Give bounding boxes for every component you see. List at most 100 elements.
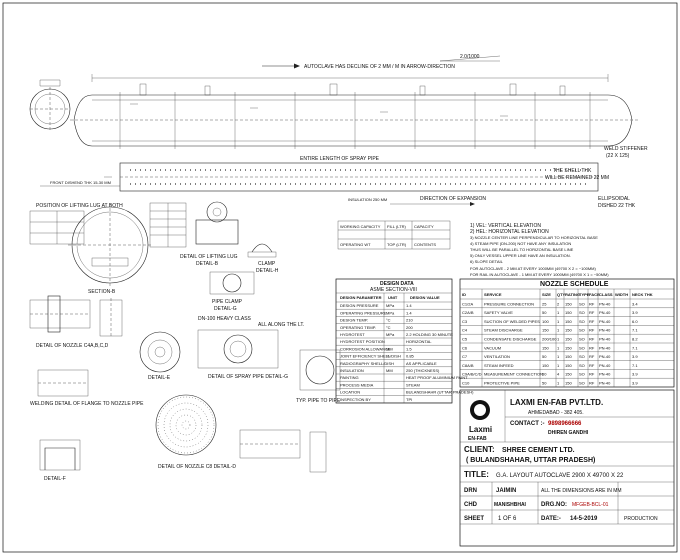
company-name: LAXMI EN-FAB PVT.LTD.: [510, 398, 603, 407]
nozzle-cell: 150: [542, 328, 549, 333]
client-name: SHREE CEMENT LTD.: [502, 447, 575, 454]
drg-label: DRG.NO:: [541, 502, 567, 508]
nozzle-cell: SO: [579, 328, 585, 333]
nozzle-cell: SO: [579, 381, 585, 386]
nozzle-cell: 1: [557, 319, 560, 324]
cap-row-1-unit: FILL (LTR): [387, 224, 407, 229]
nozzle-cell: 150: [565, 354, 572, 359]
nozzle-cell: SO: [579, 345, 585, 350]
nozzle-cell: 6.0: [632, 319, 638, 324]
lifting-lug-title: POSITION OF LIFTING LUG AT BOTH: [36, 203, 123, 209]
nozzle-cell: PN-40: [599, 363, 611, 368]
detail-e-flange: DETAIL-E: [139, 331, 181, 381]
nozzle-cell: PN-40: [599, 301, 611, 306]
design-cell: MM: [386, 368, 393, 373]
client-location: ( BULANDSHAHAR, UTTAR PRADESH): [466, 457, 595, 464]
nozzle-cell: RF: [589, 381, 595, 386]
section-b-view: SECTION-B: [68, 203, 152, 295]
detail-f: DETAIL-F: [39, 439, 81, 482]
nozzle-cell: C2A/B: [462, 310, 474, 315]
nozzle-cell: 1: [557, 381, 560, 386]
nozzle-cell: MEASUREMENT CONNECTION: [484, 372, 543, 377]
nozzle-cell: C7: [462, 354, 468, 359]
nozzle-cell: 1: [557, 337, 560, 342]
nozzle-cell: PN-40: [599, 337, 611, 342]
nozzle-cell: 7.1: [632, 363, 638, 368]
cap-row-1-label: WORKING CAPACITY: [340, 224, 381, 229]
design-cell: MM: [386, 346, 393, 351]
nozzle-detail-c4: DETAIL OF NOZZLE C4A,B,C,D: [29, 295, 109, 349]
nozzle-cell: PRESSURE CONNECTION: [484, 301, 534, 306]
slope-ratio: 2.0/1000: [460, 54, 480, 60]
nozzle-cell: SO: [579, 363, 585, 368]
design-cell: MPa: [386, 310, 395, 315]
nozzle-cell: 7.1: [632, 345, 638, 350]
design-cell: BULANDSHAHR (UTTAR PRADESH): [406, 390, 474, 395]
along-length-label: ALL ALONG THE LT.: [258, 322, 304, 328]
cap-row-1-value: CAPACITY: [414, 224, 434, 229]
cover-plate-detail: [99, 298, 123, 338]
nozzle-cell: PN-40: [599, 345, 611, 350]
design-cell: HEAT PROOF ALUMINIUM PAINT: [406, 375, 468, 380]
nozzle-detail-label: DETAIL OF NOZZLE C4A,B,C,D: [36, 343, 109, 349]
design-cell: LOCATION: [340, 390, 360, 395]
design-cell: RADIOGRAPHY SHELL/DISH: [340, 361, 394, 366]
drawing-status: PRODUCTION: [624, 516, 658, 522]
nozzle-cell: 150: [565, 310, 572, 315]
nozzle-cell: RF: [589, 337, 595, 342]
design-cell: JOINT EFFICIENCY SHELL/DISH: [340, 354, 401, 359]
capacity-table: WORKING CAPACITY FILL (LTR) CAPACITY OPE…: [337, 220, 451, 250]
dimension-note: ALL THE DIMENSIONS ARE IN MM: [541, 488, 622, 494]
nozzle-cell: PN-40: [599, 354, 611, 359]
nozzle-col-header: SERVICE: [484, 292, 502, 297]
logo-sub: EN-FAB: [468, 436, 487, 442]
nozzle-cell: 150: [542, 363, 549, 368]
nozzle-cell: RF: [589, 319, 595, 324]
nozzle-schedule-title: NOZZLE SCHEDULE: [540, 281, 609, 288]
design-cell: 200: [406, 325, 413, 330]
detail-e-label: DETAIL-E: [148, 375, 171, 381]
nozzle-cell: SO: [579, 310, 585, 315]
design-cell: 1.4: [406, 303, 412, 308]
design-cell: OPERATING TEMP.: [340, 325, 376, 330]
note-2: 2) HEL: HORIZONTAL ELEVATION: [470, 229, 549, 235]
insulation-label: INSULATION 250 MM: [348, 197, 387, 202]
nozzle-cell: RF: [589, 345, 595, 350]
spray-detail-label: DETAIL OF SPRAY PIPE DETAIL-G: [208, 374, 288, 380]
nozzle-col-header: FACE: [589, 292, 600, 297]
welding-detail: WELDING DETAIL OF FLANGE TO NOZZLE PIPE: [30, 369, 144, 407]
design-cell: MPa: [386, 332, 395, 337]
ellipsoidal-label-2: DISHED 22 THK: [598, 203, 636, 209]
cap-row-3-value: CONTENTS: [414, 242, 436, 247]
design-cell: INSULATION: [340, 368, 364, 373]
spray-pipe-length-label: ENTIRE LENGTH OF SPRAY PIPE: [300, 156, 380, 162]
note-1: 1) VEL: VERTICAL ELEVATION: [470, 223, 541, 229]
nozzle-cell: 50: [542, 354, 547, 359]
ellipsoidal-label: ELLIPSOIDAL: [598, 196, 630, 202]
nozzle-cell: SO: [579, 319, 585, 324]
design-col-unit: UNIT: [388, 295, 398, 300]
weld-stiffener-label: WELD STIFFENER: [604, 146, 648, 152]
nozzle-cell: VACUUM: [484, 345, 501, 350]
nozzle-cell: 3.9: [632, 310, 638, 315]
lower-weld-stiffener: [239, 429, 327, 473]
design-cell: %: [386, 354, 390, 359]
nozzle-cell: 100: [542, 319, 549, 324]
nozzle-cell: RF: [589, 363, 595, 368]
top-nozzles: [139, 83, 566, 96]
nozzle-cell: SO: [579, 301, 585, 306]
right-dished-end: [607, 94, 633, 147]
company-logo: Laxmi EN-FAB: [468, 400, 492, 442]
nozzle-cell: 1: [557, 345, 560, 350]
chd-label: CHD: [464, 502, 478, 508]
contact-name: DHIREN GANDHI: [548, 430, 589, 436]
note-slope-1: FOR AUTOCLAVE - 2 MM AT EVERY 1000MM (49…: [470, 266, 596, 271]
section-b-label: SECTION-B: [88, 289, 116, 295]
nozzle-cell: PN-40: [599, 319, 611, 324]
left-dished-end: [73, 94, 93, 147]
nozzle-cell: C3: [462, 319, 468, 324]
